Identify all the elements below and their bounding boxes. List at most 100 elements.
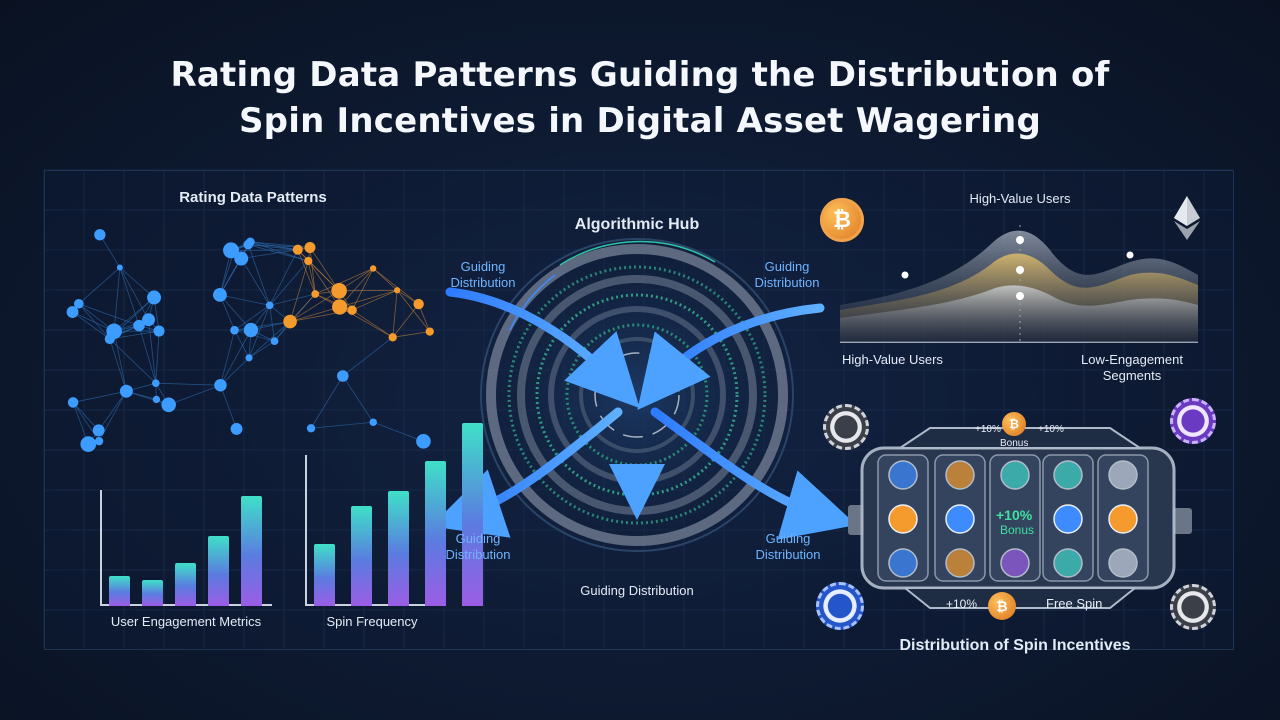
- spin-y-axis: [305, 455, 307, 606]
- engagement-bar: [175, 563, 196, 606]
- spin-frequency-bar: [388, 491, 409, 606]
- hub-label: Algorithmic Hub: [574, 216, 700, 233]
- slot-symbol-icon: [945, 548, 975, 578]
- hub-bottom-label: Guiding Distribution: [580, 583, 694, 598]
- wave-top-label: High-Value Users: [969, 191, 1071, 206]
- slot-symbol-icon: [1108, 460, 1138, 490]
- ethereum-icon: [1174, 196, 1200, 240]
- slot-symbol-icon: [888, 548, 918, 578]
- network-node: [311, 290, 320, 298]
- network-node: [142, 313, 155, 327]
- slot-bottom-pct: +10%: [946, 597, 978, 611]
- title-line-1: Rating Data Patterns Guiding the Distrib…: [170, 55, 1110, 95]
- wave-right-label-line2: Segments: [1102, 368, 1162, 383]
- engagement-chart-label: User Engagement Metrics: [110, 614, 262, 629]
- guide-bottom-right-line2: Distribution: [755, 547, 821, 562]
- network-node: [94, 229, 106, 241]
- guide-bottom-right: Guiding Distribution: [755, 531, 820, 563]
- network-node: [153, 325, 165, 337]
- network-node: [230, 325, 239, 335]
- network-node: [214, 379, 227, 392]
- spin-frequency-bar: [425, 461, 446, 606]
- engagement-bar: [241, 496, 262, 606]
- slot-symbol-icon: [1053, 548, 1083, 578]
- network-node: [369, 418, 377, 426]
- network-node: [213, 287, 227, 302]
- slot-symbol-icon: [1000, 548, 1030, 578]
- spin-frequency-bar: [462, 423, 483, 606]
- network-node: [133, 319, 145, 332]
- wave-left-label: High-Value Users: [842, 352, 943, 367]
- gray-chip-icon: [823, 404, 869, 450]
- spin-x-axis: [305, 604, 445, 606]
- network-node: [67, 397, 79, 408]
- network-node: [104, 333, 115, 345]
- slot-top-left-pct: +10%: [975, 424, 1001, 435]
- network-node: [347, 305, 357, 315]
- title-line-2: Spin Incentives in Digital Asset Wagerin…: [239, 101, 1041, 141]
- slot-symbol-icon: [945, 504, 975, 534]
- slot-symbol-icon: [945, 460, 975, 490]
- slot-center-bonus: Bonus: [1000, 523, 1035, 537]
- network-node: [388, 333, 397, 342]
- network-node: [394, 287, 401, 294]
- slot-top-right-pct: +10%: [1038, 424, 1064, 435]
- wave-right-label-line1: Low-Engagement: [1081, 352, 1183, 367]
- network-node: [306, 424, 316, 433]
- slot-symbol-icon: [1108, 504, 1138, 534]
- user-segment-wave: [840, 225, 1198, 343]
- network-node: [119, 384, 133, 398]
- network-node: [413, 298, 424, 310]
- network-node: [283, 314, 297, 329]
- dark-chip-icon: [1170, 584, 1216, 630]
- spin-chart-label: Spin Frequency: [326, 614, 418, 629]
- network-node: [161, 397, 176, 413]
- network-node: [304, 256, 313, 266]
- network-node: [152, 395, 161, 404]
- slot-free-spin: Free Spin: [1046, 596, 1103, 611]
- spin-frequency-bar: [351, 506, 372, 606]
- guide-bottom-left: Guiding Distribution: [445, 531, 510, 563]
- network-node: [416, 434, 431, 449]
- network-node: [147, 290, 162, 305]
- spin-frequency-bar: [314, 544, 335, 606]
- network-node: [243, 239, 254, 250]
- slot-center-pct: +10%: [996, 507, 1033, 523]
- guide-top-left-line1: Guiding: [460, 259, 506, 274]
- network-node: [270, 337, 279, 345]
- engagement-bar: [109, 576, 130, 606]
- slot-machine: [848, 427, 1192, 609]
- engagement-y-axis: [100, 490, 102, 606]
- network-node: [332, 299, 348, 315]
- engagement-chart: [100, 490, 272, 606]
- slot-top-bonus: Bonus: [1000, 438, 1029, 449]
- network-node: [331, 283, 347, 299]
- slot-symbol-icon: [1000, 460, 1030, 490]
- page-title: Rating Data Patterns Guiding the Distrib…: [0, 52, 1280, 144]
- slot-symbol-icon: [888, 460, 918, 490]
- guide-bottom-right-line1: Guiding: [765, 531, 811, 546]
- bitcoin-coin-icon: ₿: [820, 198, 864, 242]
- guide-top-right-line2: Distribution: [754, 275, 820, 290]
- slot-symbol-icon: [1053, 460, 1083, 490]
- engagement-bar: [142, 580, 163, 606]
- guide-top-right: Guiding Distribution: [754, 259, 819, 291]
- network-node: [80, 436, 97, 452]
- network-node: [425, 327, 434, 336]
- spin-frequency-chart: [305, 423, 483, 606]
- slot-symbol-icon: [1108, 548, 1138, 578]
- network-node: [152, 379, 160, 387]
- network-node: [234, 251, 249, 266]
- network-node: [292, 244, 303, 255]
- network-node: [92, 424, 105, 437]
- network-node: [230, 422, 243, 435]
- network-node: [304, 241, 316, 253]
- slot-label: Distribution of Spin Incentives: [899, 637, 1131, 654]
- slot-symbol-icon: [888, 504, 918, 534]
- guide-top-left-line2: Distribution: [450, 275, 516, 290]
- slot-top-bitcoin-icon: ₿: [1002, 412, 1026, 436]
- network-label: Rating Data Patterns: [179, 189, 327, 206]
- network-node: [223, 242, 239, 259]
- rating-data-network: [66, 229, 434, 452]
